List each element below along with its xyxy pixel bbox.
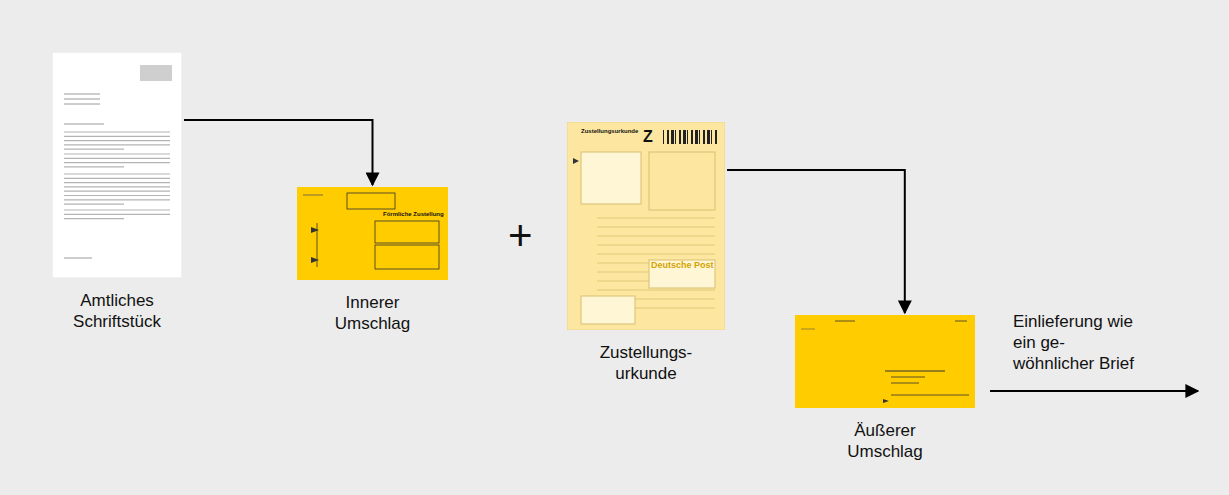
form-mark: Z [643,128,653,146]
thumb-stroke [955,321,967,322]
doc-illustration [52,52,182,278]
doc-item: Amtliches Schriftstück [52,52,182,278]
thumb-stroke [64,209,170,210]
thumb-stroke [311,227,319,233]
thumb-stroke [64,191,170,192]
item-caption: Innerer Umschlag [323,292,423,334]
thumb-stroke [891,383,919,384]
thumb-stroke [679,130,681,144]
item-caption: Äußerer Umschlag [835,420,935,462]
thumb-stroke [597,245,715,246]
thumb-stroke [671,130,674,144]
outer-illustration [795,315,975,408]
thumb-stroke [64,178,170,179]
thumb-stroke [667,130,669,144]
thumb-stroke [695,130,698,144]
thumb-stroke [711,130,712,144]
thumb-stroke [597,236,715,237]
thumb-stroke [347,193,395,209]
thumb-stroke [699,130,700,144]
form-illustration [567,122,725,330]
thumb-stroke [64,214,170,215]
thumb-stroke [303,195,323,196]
thumb-stroke [715,130,717,144]
thumb-stroke [64,182,170,183]
thumb-stroke [140,65,172,81]
thumb-stroke [64,199,170,200]
thumb-stroke [375,245,439,269]
thumb-stroke [64,204,124,205]
thumb-stroke [597,227,715,228]
thumb-stroke [64,144,170,145]
thumb-stroke [64,94,100,95]
thumb-stroke [885,371,945,372]
thumb-stroke [64,162,170,163]
thumb-stroke [64,166,124,167]
inner-illustration [297,187,448,280]
thumb-stroke [567,122,725,330]
thumb-stroke [801,329,815,330]
form-title: Zustellungsurkunde [581,128,638,135]
form-item: Zustellungs- urkundeZustellungsurkundeZD… [567,122,725,330]
thumb-stroke [64,153,170,154]
flow-arrow [727,170,905,313]
thumb-stroke [649,152,715,210]
envelope-text: Förmliche Zustellung [383,211,444,218]
thumb-stroke [64,104,100,105]
thumb-stroke [64,258,92,259]
thumb-stroke [891,395,969,396]
thumb-stroke [64,149,124,150]
thumb-stroke [687,130,688,144]
thumb-stroke [52,52,182,278]
thumb-stroke [64,186,170,187]
delivery-note: Einlieferung wie ein ge- wöhnlicher Brie… [1013,311,1149,374]
form-brand: Deutsche Post [651,260,714,270]
thumb-stroke [691,130,693,144]
thumb-stroke [597,254,715,255]
thumb-stroke [707,130,710,144]
thumb-stroke [64,124,104,125]
thumb-stroke [311,257,319,263]
thumb-stroke [64,136,170,137]
thumb-stroke [683,130,686,144]
thumb-stroke [835,321,855,322]
thumb-stroke [64,173,170,174]
thumb-stroke [375,221,439,243]
thumb-stroke [703,130,705,144]
thumb-stroke [795,315,975,408]
thumb-stroke [64,131,170,132]
thumb-stroke [64,99,100,100]
inner-item: Innerer UmschlagFörmliche Zustellung [297,187,448,280]
thumb-stroke [64,140,170,141]
thumb-stroke [649,260,715,288]
thumb-stroke [64,158,170,159]
thumb-stroke [64,218,124,219]
thumb-stroke [64,195,170,196]
thumb-stroke [297,187,448,280]
thumb-stroke [581,296,635,324]
thumb-stroke [581,152,641,204]
thumb-stroke [675,130,676,144]
thumb-stroke [597,218,715,219]
plus-sign: + [508,212,533,260]
thumb-stroke [573,158,579,164]
item-caption: Amtliches Schriftstück [47,290,187,332]
thumb-stroke [663,130,664,144]
outer-item: Äußerer Umschlag [795,315,975,408]
thumb-stroke [883,399,889,403]
item-caption: Zustellungs- urkunde [590,342,702,384]
thumb-stroke [597,290,715,291]
flow-arrow [184,120,373,185]
output-arrow [990,390,1198,392]
thumb-stroke [891,377,925,378]
